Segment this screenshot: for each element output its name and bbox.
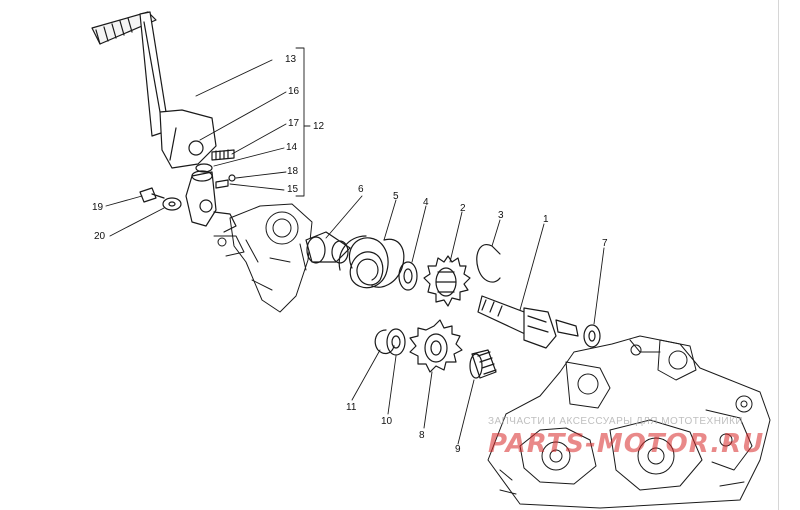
callout-8: 8 [419, 430, 425, 441]
watermark-brand: PARTS-MOTOR.RU [488, 429, 765, 459]
callout-1: 1 [543, 214, 549, 225]
callout-17: 17 [288, 118, 300, 129]
leader-lines [105, 47, 605, 445]
callout-19: 19 [92, 202, 104, 213]
callout-16: 16 [288, 86, 300, 97]
sleeve [305, 231, 351, 264]
idler-washer [386, 328, 406, 356]
callout-3: 3 [498, 210, 504, 221]
callout-2: 2 [460, 203, 466, 214]
callout-18: 18 [287, 166, 299, 177]
snap-ring [476, 244, 501, 283]
callout-14: 14 [286, 142, 298, 153]
callout-4: 4 [423, 197, 429, 208]
callout-11: 11 [346, 402, 357, 413]
kickstart-lever [91, 11, 217, 169]
shaft-washer [583, 324, 601, 348]
kickstart-gear [423, 255, 471, 307]
callout-9: 9 [455, 444, 461, 455]
callout-13: 13 [285, 54, 297, 65]
needle-bearing [469, 349, 497, 379]
watermark-tagline: ЗАПЧАСТИ И АКСЕССУАРЫ ДЛЯ МОТОТЕХНИКИ [488, 416, 744, 427]
callout-5: 5 [393, 191, 399, 202]
callout-7: 7 [602, 238, 608, 249]
kickstart-spring [338, 235, 405, 289]
callout-6: 6 [358, 184, 364, 195]
callout-15: 15 [287, 184, 299, 195]
callout-20: 20 [94, 231, 106, 242]
spring-washer [398, 261, 418, 291]
callout-10: 10 [381, 416, 393, 427]
callout-12: 12 [313, 121, 325, 132]
idler-circlip [374, 329, 395, 355]
frame-edge [778, 0, 779, 510]
idler-gear [409, 319, 463, 373]
right-crankcase [487, 335, 771, 509]
left-crankcase-fragment [213, 203, 313, 313]
lever-fasteners [185, 149, 237, 233]
kickstart-shaft [477, 295, 579, 349]
bolt-and-washer [139, 187, 182, 211]
